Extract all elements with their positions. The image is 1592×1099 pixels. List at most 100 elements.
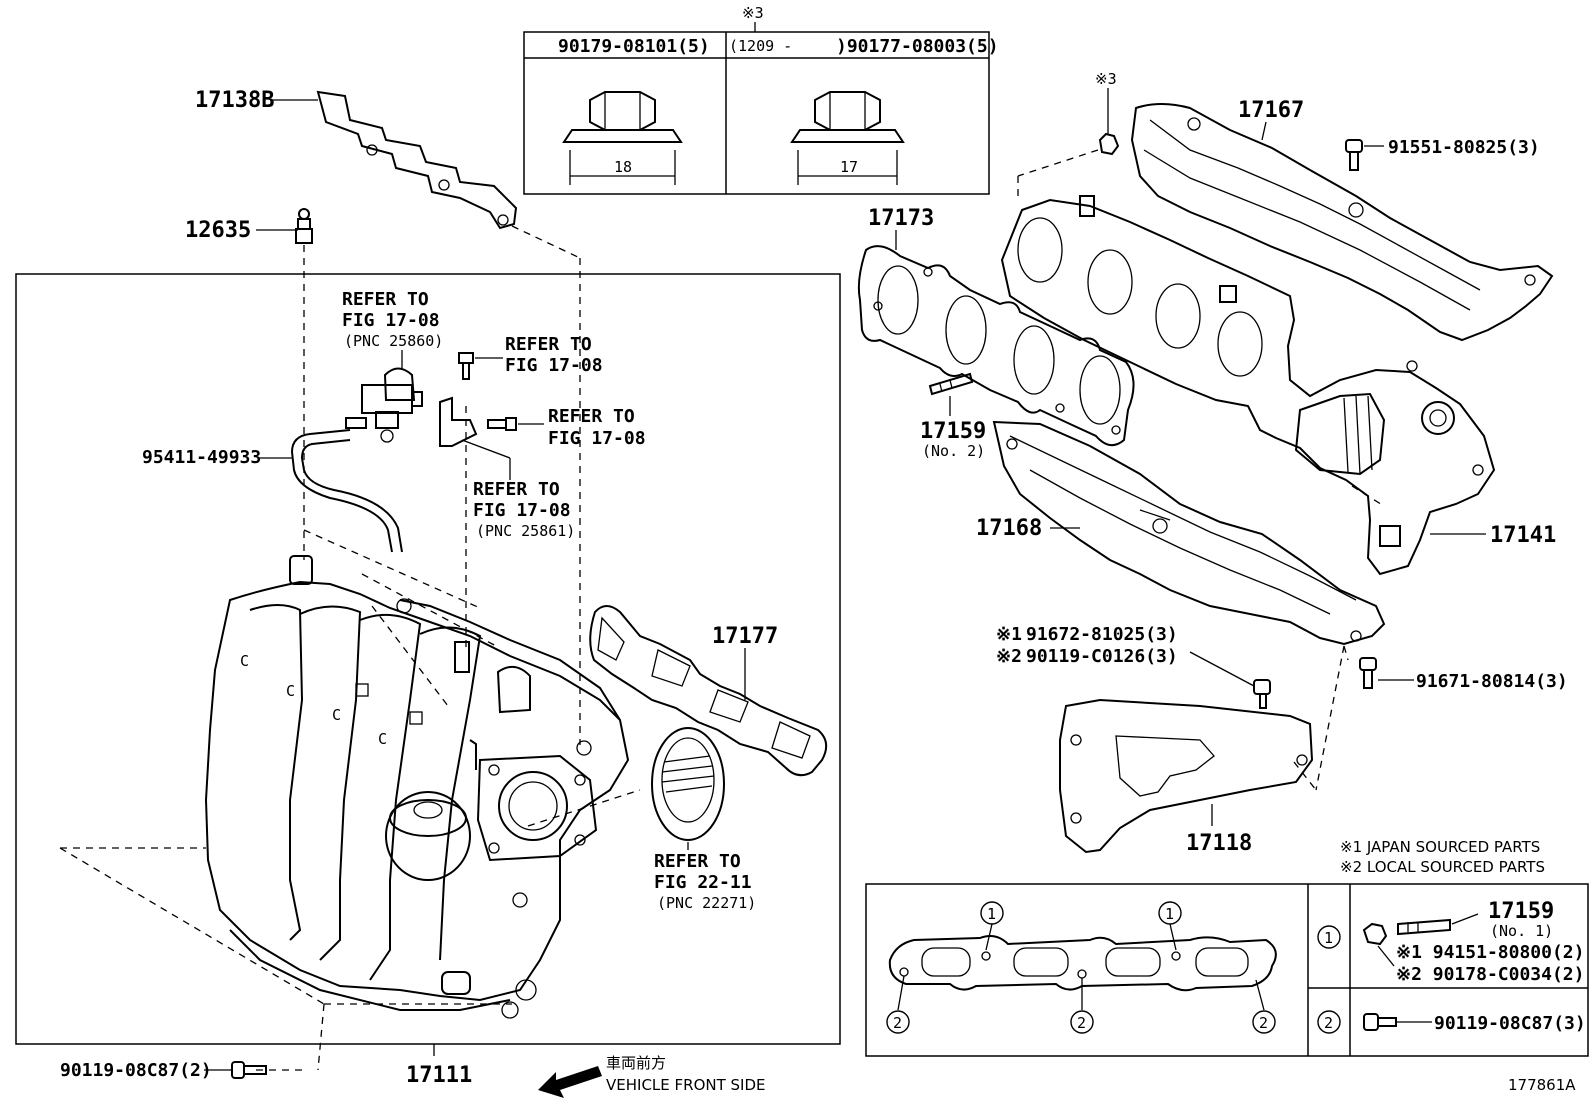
intake-gasket-17177 — [589, 605, 828, 777]
label-17138B: 17138B — [195, 88, 274, 113]
label-17173: 17173 — [868, 206, 934, 231]
bolt-a-part: 91672-81025(3) — [1026, 624, 1178, 645]
label-17168: 17168 — [976, 516, 1042, 541]
inset-bolt-row2 — [1363, 1013, 1397, 1031]
label-17159-no2: 17159 — [920, 419, 986, 444]
refer-b-line1: REFER TO — [505, 334, 592, 355]
inset-row2-key: 2 — [1317, 1010, 1341, 1034]
inset-stud-17159-no1 — [1397, 918, 1451, 936]
flange-nut-17: 17 — [790, 91, 905, 185]
nut-col1-header: 90179-08101(5) — [558, 36, 710, 57]
svg-text:2: 2 — [1259, 1014, 1268, 1032]
label-17118: 17118 — [1186, 831, 1252, 856]
inset-circle-1-a: 1 — [980, 901, 1004, 925]
svg-text:2: 2 — [893, 1014, 902, 1032]
intake-group: 17138B 12635 REFER TO FIG 17-08 (PNC 258… — [15, 88, 841, 1098]
inset-circle-1-b: 1 — [1158, 901, 1182, 925]
wire-harness-bracket — [316, 90, 518, 230]
bolt-a-marker: ※1 — [996, 624, 1022, 645]
svg-text:2: 2 — [1077, 1014, 1086, 1032]
intake-manifold-frame — [15, 273, 841, 1045]
svg-text:1: 1 — [1324, 929, 1333, 947]
label-17177: 17177 — [712, 624, 778, 649]
svg-text:C: C — [332, 706, 341, 724]
small-bolt-b — [458, 352, 474, 380]
refer-b-line2: FIG 17-08 — [505, 355, 603, 376]
svg-text:1: 1 — [1165, 905, 1174, 923]
inset-row1-key: 1 — [1317, 925, 1341, 949]
nut-col2-date: (1209 - — [729, 37, 792, 55]
exhaust-nut-marker: ※3 — [1095, 70, 1117, 88]
svg-text:C: C — [286, 682, 295, 700]
inset-label-17159: 17159 — [1488, 899, 1554, 924]
stud-17159-no2 — [928, 372, 974, 396]
refer-c-line1: REFER TO — [548, 406, 635, 427]
exhaust-flange-nut — [1098, 132, 1120, 156]
label-91671: 91671-80814(3) — [1416, 671, 1568, 692]
svg-text:2: 2 — [1324, 1014, 1333, 1032]
refer-a-line2: FIG 17-08 — [342, 310, 440, 331]
inset-circle-2-b: 2 — [1070, 1010, 1094, 1034]
refer-d-line3: (PNC 25861) — [476, 522, 575, 540]
label-95411: 95411-49933 — [142, 447, 261, 468]
svg-text:C: C — [240, 652, 249, 670]
label-12635: 12635 — [185, 218, 251, 243]
inset-circle-2-c: 2 — [1252, 1010, 1276, 1034]
bolt-91671 — [1359, 657, 1377, 689]
bolt-90119-08C87 — [231, 1061, 267, 1079]
intake-manifold-17111: C C C C — [204, 555, 630, 1019]
inset-label-17159-note: (No. 1) — [1490, 922, 1553, 940]
bolt-91672-90119 — [1253, 679, 1271, 709]
inset-gasket — [888, 935, 1277, 992]
small-bolt-c — [487, 417, 517, 431]
refer-e-line1: REFER TO — [654, 851, 741, 872]
nut-col1-size: 18 — [614, 158, 632, 176]
svg-text:C: C — [378, 730, 387, 748]
label-17111: 17111 — [406, 1063, 472, 1088]
refer-e-line2: FIG 22-11 — [654, 872, 752, 893]
gasket-inset-table: 1 1 2 2 2 1 2 — [865, 883, 1589, 1057]
label-17159-no2-note: (No. 2) — [922, 442, 985, 460]
inset-row2-bolt: 90119-08C87(3) — [1434, 1013, 1586, 1034]
legend-note1: ※1 JAPAN SOURCED PARTS — [1340, 838, 1540, 856]
exhaust-manifold-stay-17118 — [1059, 698, 1314, 854]
label-17167: 17167 — [1238, 98, 1304, 123]
refer-d-line1: REFER TO — [473, 479, 560, 500]
inset-row1-b: ※2 90178-C0034(2) — [1396, 964, 1584, 985]
refer-c-line2: FIG 17-08 — [548, 428, 646, 449]
refer-a-line1: REFER TO — [342, 289, 429, 310]
label-91551: 91551-80825(3) — [1388, 137, 1540, 158]
legend-note2: ※2 LOCAL SOURCED PARTS — [1340, 858, 1545, 876]
exhaust-heat-insulator-17167 — [1130, 103, 1554, 342]
figure-id: 177861A — [1508, 1076, 1576, 1094]
front-side-en: VEHICLE FRONT SIDE — [606, 1076, 766, 1094]
exhaust-heat-insulator-17168 — [992, 420, 1386, 646]
vehicle-front-arrow-icon — [538, 1066, 602, 1098]
flange-nut-18: 18 — [562, 91, 683, 185]
exhaust-manifold-17141 — [1000, 195, 1496, 576]
inset-row1-a: ※1 94151-80800(2) — [1396, 942, 1584, 963]
bolt-b-part: 90119-C0126(3) — [1026, 646, 1178, 667]
nut-table-marker: ※3 — [742, 4, 764, 22]
source-legend: ※1 JAPAN SOURCED PARTS ※2 LOCAL SOURCED … — [1340, 838, 1545, 876]
bolt-91551 — [1345, 139, 1363, 171]
nut-col2-part: )90177-08003(5) — [836, 36, 999, 57]
nut-col2-size: 17 — [840, 158, 858, 176]
nut-table: ※3 90179-08101(5) (1209 - )90177-08003(5… — [523, 4, 999, 195]
label-17141: 17141 — [1490, 523, 1556, 548]
exhaust-group: ※3 17167 91551-80825(3) 17173 — [857, 70, 1568, 856]
vacuum-switching-valve — [345, 367, 423, 443]
label-90119-08C87-intake: 90119-08C87(2) — [60, 1060, 212, 1081]
bolt-b-marker: ※2 — [996, 646, 1022, 667]
inset-circle-2-a: 2 — [886, 1010, 910, 1034]
vacuum-hose — [290, 429, 393, 553]
exhaust-gasket-17173 — [857, 245, 1135, 447]
refer-a-line3: (PNC 25860) — [344, 332, 443, 350]
throttle-body-gasket — [651, 727, 725, 841]
svg-text:1: 1 — [987, 905, 996, 923]
vsv-bracket — [439, 396, 478, 447]
refer-e-line3: (PNC 22271) — [657, 894, 756, 912]
front-side-jp: 車両前方 — [606, 1054, 666, 1072]
inset-nut-row1 — [1362, 922, 1388, 946]
